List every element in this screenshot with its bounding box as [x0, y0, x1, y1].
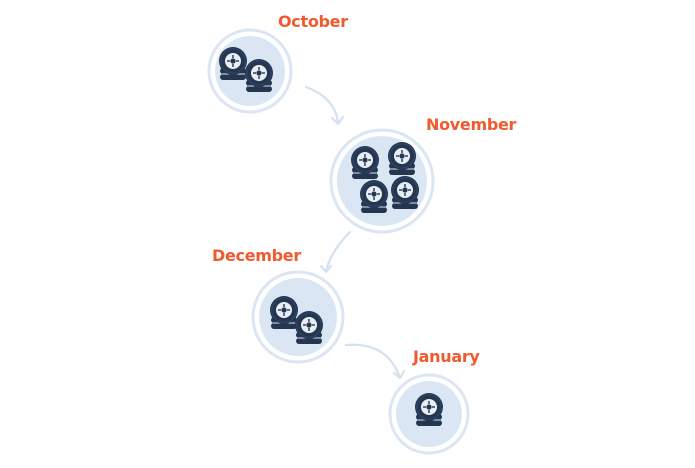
connector-arrows	[304, 85, 406, 380]
arrow-november-december	[324, 230, 352, 274]
month-node-october	[207, 28, 293, 114]
month-label-december: December	[212, 246, 301, 265]
tire-icon	[387, 141, 417, 176]
tire-icon	[414, 392, 444, 427]
month-node-january	[388, 373, 470, 455]
tire-icon	[350, 145, 380, 180]
tire-icon	[269, 295, 299, 330]
tire-icon	[359, 179, 389, 214]
arrowhead-november-december	[319, 264, 333, 274]
month-node-december	[251, 270, 345, 364]
arrowhead-december-january	[392, 369, 406, 380]
tire-icon	[294, 310, 324, 345]
month-label-october: October	[278, 12, 348, 31]
tire-icon	[390, 175, 420, 210]
month-node-november	[329, 128, 435, 234]
tire-icon	[218, 46, 248, 81]
arrow-october-november	[304, 85, 340, 126]
month-label-january: January	[413, 347, 480, 366]
month-label-november: November	[426, 115, 517, 134]
tire-icon	[244, 58, 274, 93]
arrowhead-october-november	[330, 115, 345, 126]
arrow-december-january	[344, 343, 402, 380]
